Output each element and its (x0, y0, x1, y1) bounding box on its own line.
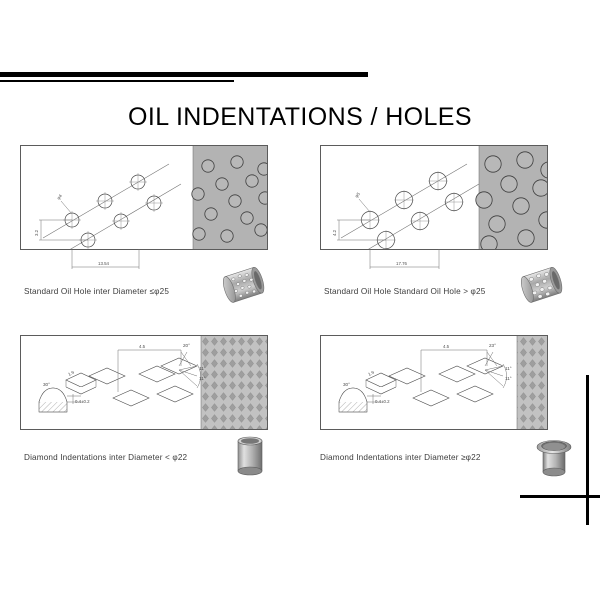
pattern-panel (201, 336, 267, 429)
pitch-label: 4.5 (139, 344, 146, 349)
section-detail: 30° 0.4±0.2 (38, 382, 90, 413)
product-photo-bushing-bottom-right (532, 430, 580, 487)
section-angle-label: 30° (343, 382, 350, 387)
pattern-panel (517, 336, 547, 429)
center-marks (360, 171, 464, 249)
depth-label: 0.4±0.2 (375, 399, 390, 404)
small-label: 1.9 (67, 369, 75, 376)
section-detail: 30° 0.4±0.2 (338, 382, 390, 413)
caption-bottom-right: Diamond Indentations inter Diameter ≥φ22 (320, 453, 481, 462)
crosshair-horizontal-line (520, 495, 600, 498)
diamond-drawing-bottom-left: 1.9 4.5 20° 11° 11° (38, 336, 267, 429)
vertical-pitch-label: 4.2 (332, 229, 337, 236)
small-label: 1.9 (367, 369, 375, 376)
angle-annotation: 4.5 20° 11° 11° (117, 343, 206, 392)
diamond-drawing-bottom-right: 1.9 4.5 23° 11° 11° (338, 336, 547, 429)
figure-top-right: φ5 4.2 17.76 Standard Oil Hole Standard … (320, 145, 570, 310)
apex-angle-label: 23° (489, 343, 496, 348)
drawing-frame-bottom-right: 1.9 4.5 23° 11° 11° (320, 335, 548, 430)
horizontal-dimension-top-left: 13.54 (71, 249, 140, 269)
diameter-note: φ5 (354, 191, 362, 199)
side-angle-upper-label: 11° (505, 366, 512, 371)
vertical-dimension: 3.2 (34, 219, 88, 241)
header-rule-thick (0, 72, 368, 77)
horizontal-dimension-top-right: 17.76 (369, 249, 440, 269)
vertical-dimension: 4.2 (332, 219, 386, 241)
caption-bottom-left: Diamond Indentations inter Diameter < φ2… (24, 453, 188, 462)
section-angle-label: 30° (43, 382, 50, 387)
figure-top-left: φ4 3.2 13.54 Standard Oil Hole inter Dia… (20, 145, 270, 310)
angle-annotation: 4.5 23° 11° 11° (420, 343, 512, 392)
figure-bottom-right: 1.9 4.5 23° 11° 11° (320, 335, 572, 477)
header-rule-thin (0, 80, 234, 82)
caption-top-right: Standard Oil Hole Standard Oil Hole > φ2… (324, 287, 486, 296)
vertical-pitch-label: 3.2 (34, 229, 39, 236)
horizontal-pitch-label: 17.76 (396, 261, 408, 266)
oil-hole-drawing-top-right: φ5 4.2 (332, 146, 547, 249)
diameter-note: φ4 (56, 193, 64, 201)
horizontal-pitch-label: 13.54 (98, 261, 110, 266)
product-photo-bushing-top-right (518, 263, 568, 314)
figure-bottom-left: 1.9 4.5 20° 11° 11° (20, 335, 270, 476)
oil-hole-drawing-top-left: φ4 3.2 (34, 146, 267, 249)
depth-label: 0.4±0.2 (75, 399, 90, 404)
page-title: OIL INDENTATIONS / HOLES (128, 103, 472, 131)
drawing-frame-top-right: φ5 4.2 (320, 145, 548, 250)
product-photo-bushing-top-left (220, 263, 270, 314)
drawing-frame-top-left: φ4 3.2 (20, 145, 268, 250)
pattern-hole-group (191, 155, 267, 243)
apex-angle-label: 20° (183, 343, 190, 348)
center-marks (63, 173, 163, 249)
pitch-label: 4.5 (443, 344, 450, 349)
caption-top-left: Standard Oil Hole inter Diameter ≤φ25 (24, 287, 170, 296)
side-angle-upper-label: 11° (199, 366, 206, 371)
pattern-hole-group (475, 151, 547, 249)
drawing-frame-bottom-left: 1.9 4.5 20° 11° 11° (20, 335, 268, 430)
side-angle-lower-label: 11° (505, 376, 512, 381)
product-photo-bushing-bottom-left (230, 433, 270, 482)
crosshair-vertical-line (586, 375, 589, 525)
side-angle-lower-label: 11° (199, 376, 206, 381)
